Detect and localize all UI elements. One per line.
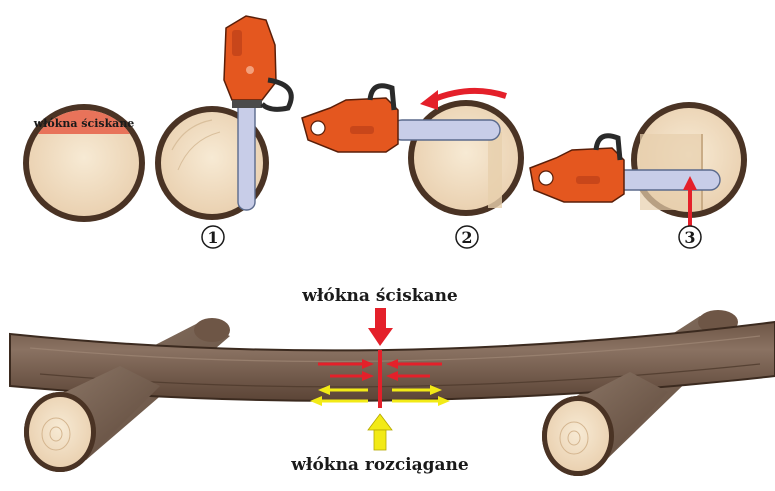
curve-arrowhead-icon	[420, 90, 438, 110]
tensioned-indicator: włókna rozciągane	[290, 414, 469, 475]
step-number-2: 2	[461, 228, 472, 247]
curve-arrow-icon	[432, 91, 506, 100]
label-tensioned: włókna rozciągane	[290, 455, 469, 475]
step-number-1: 1	[207, 228, 218, 247]
cross-section-step-2	[408, 100, 524, 216]
down-arrow-icon	[375, 308, 386, 330]
step-number-3: 3	[684, 228, 695, 247]
step-badge-3: 3	[679, 226, 701, 248]
step-badge-2: 2	[456, 226, 478, 248]
cross-section-compressed: włókna ściskane	[23, 104, 145, 222]
compressed-indicator: włókna ściskane	[301, 286, 458, 346]
label-compressed: włókna ściskane	[301, 286, 458, 306]
step-badge-1: 1	[202, 226, 224, 248]
up-arrow-icon-yellow	[368, 414, 392, 430]
label-compressed-small: włókna ściskane	[33, 117, 135, 130]
down-arrowhead-icon	[368, 328, 393, 346]
